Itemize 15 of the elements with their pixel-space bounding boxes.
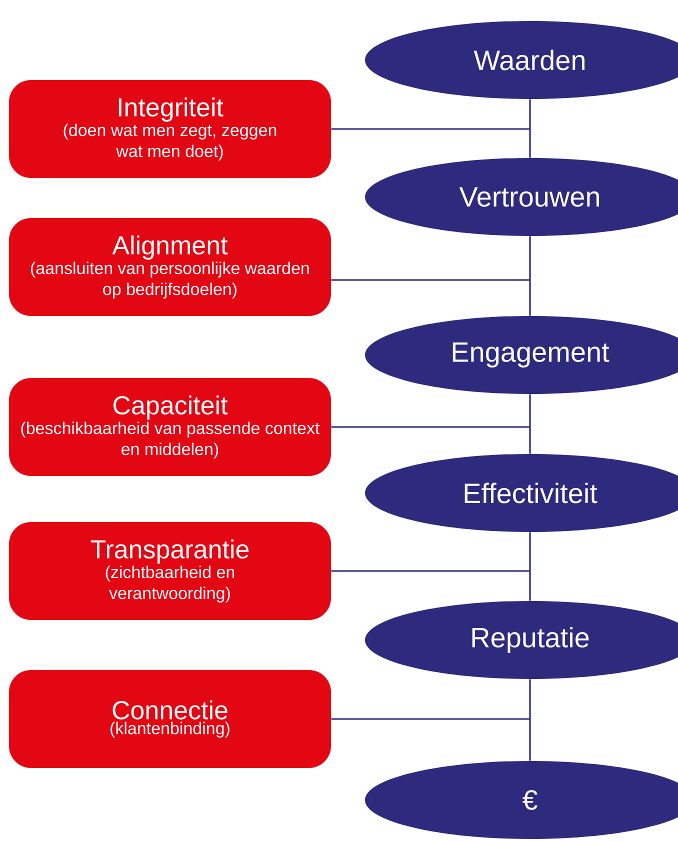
principle-box: Connectie (klantenbinding) (9, 670, 331, 768)
connector-line (331, 128, 530, 130)
principle-box: Capaciteit (beschikbaarheid van passende context en middelen) (9, 378, 331, 476)
connector-line (331, 279, 530, 281)
connector-line (529, 532, 531, 601)
connector-line (331, 718, 530, 720)
connector-line (331, 570, 530, 572)
connector-line (529, 236, 531, 316)
principle-box: Alignment (aansluiten van persoonlijke waarden op bedrijfsdoelen) (9, 218, 331, 316)
principle-box: Transparantie (zichtbaarheid en verantwoording) (9, 522, 331, 620)
connector-line (529, 99, 531, 158)
connector-line (529, 679, 531, 761)
connector-line (331, 426, 530, 428)
connector-line (529, 394, 531, 454)
principle-box: Integriteit (doen wat men zegt, zeggen wat men doet) (9, 80, 331, 178)
